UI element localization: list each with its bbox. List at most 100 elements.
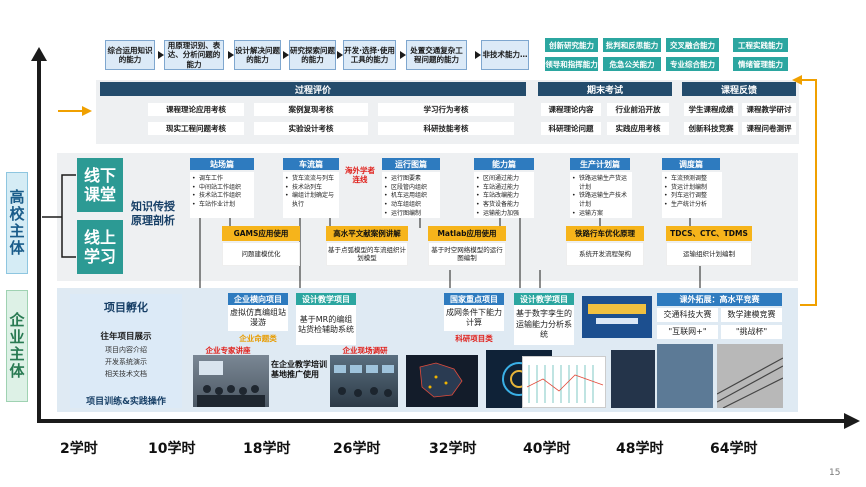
x-axis: [37, 419, 849, 423]
project-0-head: 企业横向项目: [228, 293, 288, 305]
ability-2: 交叉融合能力: [666, 38, 719, 52]
top-box-arrows: [158, 51, 481, 59]
tool-screenshot: [611, 350, 655, 408]
top-box-4: 开发·选择·使用工具的能力: [343, 40, 396, 70]
feedback-title: 课程反馈: [682, 82, 796, 96]
category-3-list: 区间通过能力车站通过能力车站改编能力客货设备能力运输能力加强: [474, 172, 534, 218]
final-exam-item-1: 行业前沿开放: [607, 103, 669, 116]
yellow-sub-0: 问题建模优化: [222, 242, 300, 266]
yellow-tab-0: GAMS应用使用: [222, 226, 300, 241]
incubation-panel: [70, 294, 182, 408]
university-label: 高校主体: [6, 172, 28, 274]
time-label-1: 10学时: [148, 441, 196, 457]
category-4-head: 生产计划篇: [570, 158, 630, 170]
top-box-5: 处置交通复杂工程问题的能力: [406, 40, 467, 70]
time-label-6: 48学时: [616, 441, 664, 457]
project-0-tag: 企业命题类: [239, 334, 277, 343]
time-label-4: 32学时: [429, 441, 477, 457]
final-exam-title: 期末考试: [538, 82, 672, 96]
project-0-body: 虚拟仿真编组站漫游: [228, 305, 288, 331]
extension-item-0: 交通科技大赛: [657, 308, 718, 322]
top-box-2: 设计解决问题的能力: [234, 40, 281, 70]
time-label-3: 26学时: [333, 441, 381, 457]
category-1-head: 车流篇: [283, 158, 339, 170]
ability-6: 专业综合能力: [666, 57, 719, 71]
offline-bracket: [42, 174, 76, 258]
process-eval-item-2: 学习行为考核: [378, 103, 514, 116]
ability-1: 批判和反思能力: [603, 38, 661, 52]
category-2-list: 运行图要素区段管内组织机车运用组织动车组组织运行图编制: [382, 172, 440, 218]
page-number: 15: [829, 468, 841, 478]
yellow-sub-3: 系统开发流程架构: [566, 242, 644, 266]
category-0-list: 调车工作中间站工作组织技术站工作组织车站作业计划: [190, 172, 254, 218]
project-2-body: 成网条件下能力计算: [444, 305, 504, 331]
field-research-photo: [330, 355, 398, 407]
category-3-head: 能力篇: [474, 158, 534, 170]
offline-course: 线下课堂: [77, 158, 123, 212]
project-1-head: 设计教学项目: [296, 293, 356, 305]
top-box-1: 用原理识别、表达、分析问题的能力: [164, 40, 224, 70]
x-axis-arrow: [844, 413, 860, 429]
category-2-head: 运行图篇: [382, 158, 440, 170]
process-eval-item-0: 课程理论应用考核: [148, 103, 244, 116]
category-1-list: 货车流流与列车技术站列车编组计划确定与执行: [283, 172, 339, 218]
overseas-scholar-label: 海外学者连线: [345, 166, 375, 184]
knowledge-label: 知识传授原理剖析: [131, 200, 175, 228]
category-5-head: 调度篇: [662, 158, 720, 170]
yellow-tab-3: 铁路行车优化原理: [566, 226, 644, 241]
project-2-head: 国家重点项目: [444, 293, 504, 305]
enterprise-label: 企业主体: [6, 290, 28, 402]
incubation-subtitle: 往年项目展示: [100, 332, 152, 342]
yellow-sub-4: 运输组织计划编制: [666, 242, 752, 266]
category-5-list: 车流预测调整货运计划编制列车运行调整生产统计分析: [662, 172, 722, 218]
extension-item-1: 数学建模竞赛: [721, 308, 782, 322]
time-label-2: 18学时: [243, 441, 291, 457]
project-1-body: 基于MR的编组站货检辅助系统: [296, 305, 356, 345]
time-label-0: 2学时: [60, 441, 98, 457]
extension-item-2: "互联网+": [657, 325, 718, 339]
ability-5: 危急公关能力: [603, 57, 661, 71]
yellow-tab-1: 高水平文献案例讲解: [326, 226, 408, 241]
feedback-item-2: 创新科技竞赛: [684, 122, 738, 135]
yellow-sub-1: 基于点弧模型的车流组织计划模型: [326, 242, 408, 266]
incubation-item-2: 相关技术文档: [105, 370, 147, 378]
incubation-item-1: 开发系统演示: [105, 358, 147, 366]
field-research-label: 企业现场调研: [342, 346, 388, 355]
feedback-item-3: 课程问卷测评: [742, 122, 796, 135]
expert-lecture-photo: [193, 355, 269, 407]
ability-3: 工程实践能力: [733, 38, 788, 52]
ability-7: 情绪管理能力: [733, 57, 788, 71]
final-exam-item-0: 课程理论内容: [541, 103, 601, 116]
process-eval-item-5: 科研技能考核: [378, 122, 514, 135]
yellow-tab-2: Matlab应用使用: [428, 226, 506, 241]
expert-lecture-label: 企业专家讲座: [205, 346, 251, 355]
y-axis: [37, 60, 41, 422]
feedback-item-1: 课程教学研讨: [742, 103, 796, 116]
project-3-head: 设计教学项目: [514, 293, 574, 305]
feedback-loop-arrow: [58, 75, 817, 306]
yellow-sub-2: 基于时空网络模型的运行图编制: [428, 242, 506, 266]
incubation-footer: 项目训练&实践操作: [86, 397, 166, 407]
feedback-item-0: 学生课程成绩: [684, 103, 738, 116]
track-screenshot: [717, 344, 783, 408]
online-learning: 线上学习: [77, 220, 123, 274]
time-label-7: 64学时: [710, 441, 758, 457]
yellow-tab-4: TDCS、CTC、TDMS: [666, 226, 752, 241]
process-eval-item-4: 实验设计考核: [254, 122, 368, 135]
competition-screenshot: [582, 296, 652, 338]
extension-item-3: "挑战杯": [721, 325, 782, 339]
base-label: 在企业教学培训基地推广使用: [271, 360, 327, 379]
category-4-list: 铁路运输生产货运计划铁路运输生产技术计划运输方案: [570, 172, 632, 218]
final-exam-item-2: 科研理论问题: [541, 122, 601, 135]
project-2-tag: 科研项目类: [455, 334, 493, 343]
process-eval-item-1: 案例复现考核: [254, 103, 368, 116]
map-screenshot: [406, 355, 478, 407]
chart-screenshot: [522, 356, 606, 408]
train-screenshot: [657, 344, 713, 408]
category-0-head: 站场篇: [190, 158, 254, 170]
top-box-3: 研究探索问题的能力: [289, 40, 336, 70]
ability-4: 领导和指挥能力: [545, 57, 598, 71]
final-exam-item-3: 实践应用考核: [607, 122, 669, 135]
ability-0: 创新研究能力: [545, 38, 598, 52]
process-eval-item-3: 现实工程问题考核: [148, 122, 244, 135]
